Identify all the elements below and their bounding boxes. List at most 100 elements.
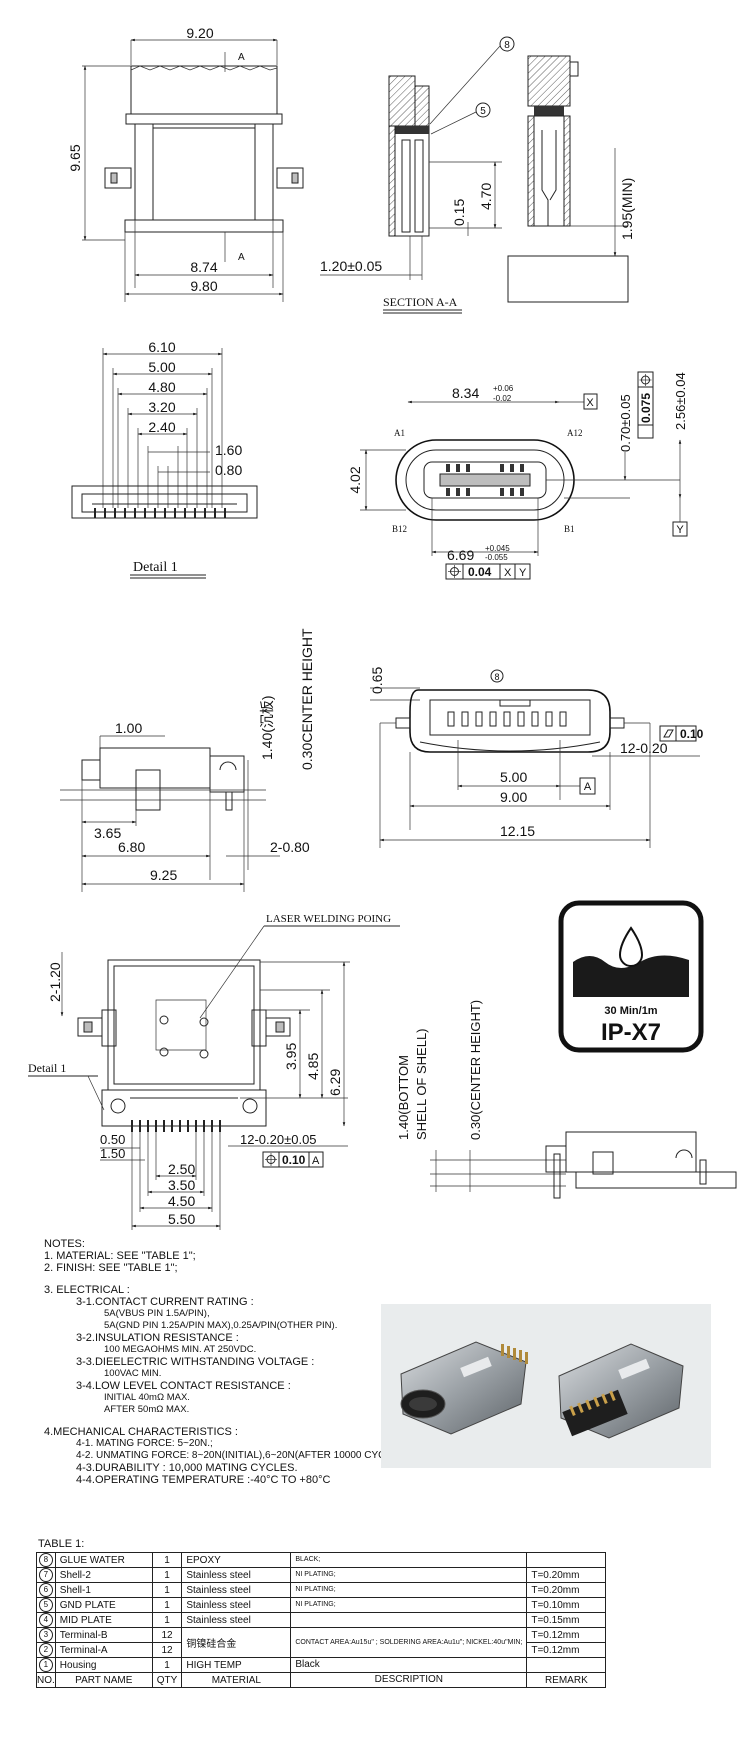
dim-8-34: 8.34 xyxy=(452,385,479,401)
callout-5: 5 xyxy=(480,106,486,117)
fcf-datum-a: A xyxy=(312,1155,320,1167)
row-no-circle: 7 xyxy=(38,1568,53,1582)
dim-3-95: 3.95 xyxy=(283,1043,299,1070)
row-no-circle: 5 xyxy=(38,1598,53,1612)
part-name: MID PLATE xyxy=(54,1612,153,1628)
note-4: 4.MECHANICAL CHARACTERISTICS : xyxy=(44,1426,238,1438)
dim-0-65: 0.65 xyxy=(369,667,385,694)
qty: 1 xyxy=(151,1612,183,1628)
fcf-x: X xyxy=(504,567,512,579)
description xyxy=(290,1612,528,1628)
dim-9-00: 9.00 xyxy=(500,789,527,805)
table-caption: TABLE 1: xyxy=(38,1538,85,1550)
dim-5-00-back: 5.00 xyxy=(500,769,527,785)
material: HIGH TEMP xyxy=(181,1657,292,1673)
laser-welding-label: LASER WELDING POING xyxy=(266,913,391,925)
dim-12-0-20-tol: 12-0.20±0.05 xyxy=(240,1132,317,1147)
dim-3-65: 3.65 xyxy=(94,825,121,841)
dim-height: 9.65 xyxy=(67,144,83,171)
dim-2-56: 2.56±0.04 xyxy=(673,372,688,430)
tol-8-34-minus: -0.02 xyxy=(493,394,512,403)
bottom-view: LASER WELDING POING 2-1.20 Detail 1 xyxy=(28,913,400,1230)
dim-12-15: 12.15 xyxy=(500,823,535,839)
row-no-circle: 1 xyxy=(38,1658,53,1672)
remark: T=0.20mm xyxy=(526,1567,607,1583)
header-material: MATERIAL xyxy=(181,1672,292,1688)
qty: 12 xyxy=(151,1627,183,1643)
table-row: 7 Shell-2 1 Stainless steel NI PLATING; … xyxy=(36,1567,607,1583)
remark xyxy=(526,1657,607,1673)
table-row: 4 MID PLATE 1 Stainless steel T=0.15mm xyxy=(36,1612,607,1628)
section-mark-bottom: A xyxy=(238,252,245,263)
dim-9-25: 9.25 xyxy=(150,867,177,883)
detail-1-title: Detail 1 xyxy=(133,560,178,575)
tol-8-34-plus: +0.06 xyxy=(493,384,514,393)
dim-1-40-bottom-b: SHELL OF SHELL) xyxy=(414,1028,429,1140)
ip-badge-line2: IP-X7 xyxy=(601,1019,661,1046)
pin-b1: B1 xyxy=(564,524,575,534)
note-3-1a: 5A(VBUS PIN 1.5A/PIN), xyxy=(104,1308,210,1319)
dim-0-30: 0.30CENTER HEIGHT xyxy=(299,628,315,770)
ip-badge-line1: 30 Min/1m xyxy=(604,1005,657,1017)
callout-8: 8 xyxy=(504,40,510,51)
note-1: 1. MATERIAL: SEE "TABLE 1"; xyxy=(44,1250,196,1262)
back-view: 8 0.65 0.10 12-0.20 5.00 A xyxy=(369,667,704,848)
remark: T=0.20mm xyxy=(526,1582,607,1598)
remark: T=0.12mm xyxy=(526,1642,607,1658)
description: BLACK; xyxy=(290,1552,528,1568)
flatness-0-10: 0.10 xyxy=(680,727,704,741)
remark: T=0.15mm xyxy=(526,1612,607,1628)
remark: T=0.10mm xyxy=(526,1597,607,1613)
dim-0-70: 0.70±0.05 xyxy=(618,394,633,452)
profile-view: 1.40(BOTTOM SHELL OF SHELL) 0.30(CENTER … xyxy=(396,1000,737,1199)
qty: 12 xyxy=(151,1642,183,1658)
table-row: 5 GND PLATE 1 Stainless steel NI PLATING… xyxy=(36,1597,607,1613)
note-3-3: 3-3.DIEELECTRIC WITHSTANDING VOLTAGE : xyxy=(76,1356,315,1368)
note-2: 2. FINISH: SEE "TABLE 1"; xyxy=(44,1262,178,1274)
note-3-4: 3-4.LOW LEVEL CONTACT RESISTANCE : xyxy=(76,1380,291,1392)
material: Stainless steel xyxy=(181,1582,292,1598)
qty: 1 xyxy=(151,1657,183,1673)
dim-1-40-bottom: 1.40(BOTTOM xyxy=(396,1055,411,1140)
note-3-2a: 100 MEGAOHMS MIN. AT 250VDC. xyxy=(104,1344,257,1355)
dim-1-00: 1.00 xyxy=(115,720,142,736)
header-no: NO. xyxy=(36,1672,56,1688)
pin-a12: A12 xyxy=(567,428,583,438)
table-row: 8 GLUE WATER 1 EPOXY BLACK; xyxy=(36,1552,607,1568)
notes-block: NOTES: 1. MATERIAL: SEE "TABLE 1"; 2. FI… xyxy=(44,1238,411,1486)
note-3-4a: INITIAL 40mΩ MAX. xyxy=(104,1392,190,1403)
dim-0-15: 0.15 xyxy=(451,199,467,226)
header-remark: REMARK xyxy=(526,1672,607,1688)
row-no-circle: 6 xyxy=(38,1583,53,1597)
part-name: Terminal-B xyxy=(54,1627,153,1643)
note-4-4: 4-4.OPERATING TEMPERATURE :-40°C TO +80°… xyxy=(76,1474,331,1486)
dim-0-30-center: 0.30(CENTER HEIGHT) xyxy=(468,1000,483,1140)
material: 铜镍硅合金 xyxy=(181,1627,292,1658)
note-3-2: 3-2.INSULATION RESISTANCE : xyxy=(76,1332,239,1344)
dim-inner-width: 8.74 xyxy=(190,259,217,275)
dim-4-80: 4.80 xyxy=(148,379,175,395)
dim-top-width: 9.20 xyxy=(186,25,213,41)
note-4-1: 4-1. MATING FORCE: 5~20N.; xyxy=(76,1438,213,1449)
materials-table: 8 GLUE WATER 1 EPOXY BLACK; 7 Shell-2 1 … xyxy=(36,1552,607,1688)
part-name: GLUE WATER xyxy=(54,1552,153,1568)
dim-2-50: 2.50 xyxy=(168,1161,195,1177)
notes-header: NOTES: xyxy=(44,1238,85,1250)
header-description: DESCRIPTION xyxy=(290,1672,528,1688)
dim-6-29: 6.29 xyxy=(327,1069,343,1096)
connector-right xyxy=(558,1343,684,1439)
dim-outer-width: 9.80 xyxy=(190,278,217,294)
datum-a-back: A xyxy=(584,781,592,793)
dim-4-50: 4.50 xyxy=(168,1193,195,1209)
dim-2-0-80: 2-0.80 xyxy=(270,839,310,855)
header-qty: QTY xyxy=(151,1672,183,1688)
pin-a1: A1 xyxy=(394,428,405,438)
dim-3-50: 3.50 xyxy=(168,1177,195,1193)
connector-left xyxy=(400,1341,528,1435)
dim-1-60: 1.60 xyxy=(215,442,242,458)
fcf-0-04: 0.04 xyxy=(468,565,492,579)
note-4-2: 4-2. UNMATING FORCE: 8~20N(INITIAL),6~20… xyxy=(76,1450,411,1461)
note-3-1b: 5A(GND PIN 1.25A/PIN MAX),0.25A/PIN(OTHE… xyxy=(104,1320,338,1331)
dim-1-50: 1.50 xyxy=(100,1146,125,1161)
note-3-1: 3-1.CONTACT CURRENT RATING : xyxy=(76,1296,254,1308)
